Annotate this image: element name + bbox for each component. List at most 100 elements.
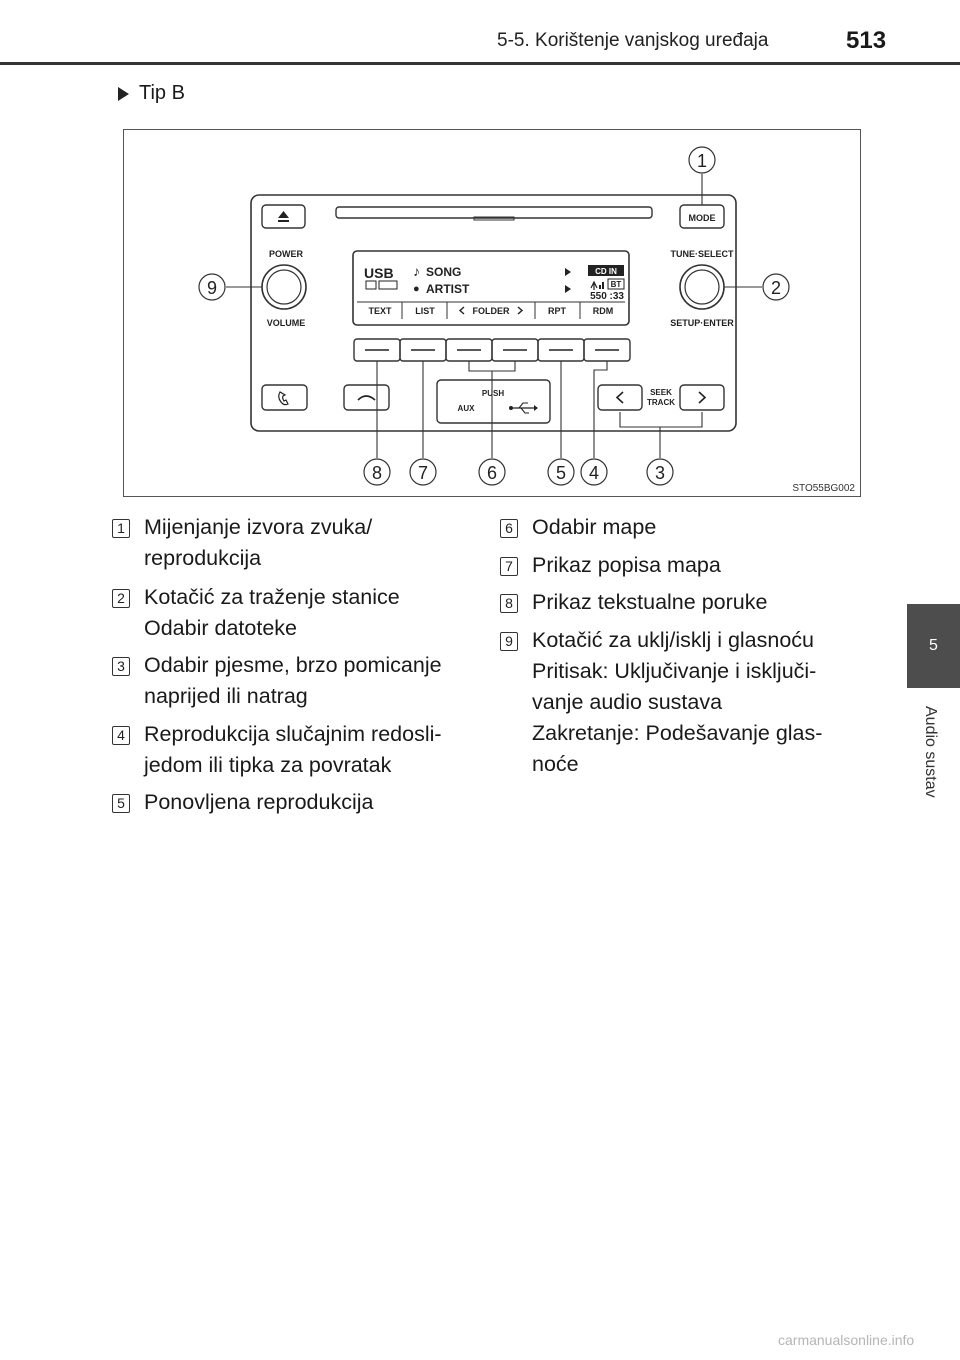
display-usb: USB: [364, 265, 394, 281]
legend-item-4: 4 Reprodukcija slučajnim redosli- jedom …: [112, 719, 442, 781]
page-number: 513: [846, 27, 887, 54]
legend-text-line: Ponovljena reprodukcija: [144, 790, 374, 814]
svg-text:2: 2: [771, 278, 781, 298]
usb-icon: [509, 402, 538, 414]
figure-code: STO55BG002: [792, 483, 855, 494]
callout-5: 5: [547, 458, 575, 486]
head-unit-outline: [250, 194, 737, 432]
cd-slot-notch: [473, 216, 515, 221]
legend-text-line: naprijed ili natrag: [144, 684, 308, 708]
power-label: POWER: [269, 249, 304, 259]
legend-item-3: 3 Odabir pjesme, brzo pomicanje naprijed…: [112, 650, 442, 712]
aux-usb-cover[interactable]: [436, 379, 551, 424]
tune-select-knob-inner: [684, 269, 720, 305]
lcd-display: [352, 250, 630, 326]
legend-number-badge: 3: [112, 657, 130, 676]
artist-next-arrow-icon: [565, 285, 571, 293]
chapter-label: Audio sustav: [922, 706, 939, 798]
seek-back-chevron-icon: [615, 391, 624, 404]
seek-label: SEEK: [650, 388, 672, 397]
svg-text:5: 5: [556, 463, 566, 483]
legend-number-badge: 2: [112, 589, 130, 608]
aux-label: AUX: [458, 404, 476, 413]
cd-in-indicator: [588, 265, 624, 276]
setup-enter-label: SETUP·ENTER: [670, 318, 734, 328]
power-volume-knob[interactable]: [261, 264, 307, 310]
display-time: 550 :33: [590, 291, 624, 302]
legend-item-6: 6 Odabir mape: [500, 512, 656, 543]
legend-text-line: Kotačić za traženje stanice: [144, 585, 400, 609]
softkey-list-label: LIST: [415, 306, 435, 316]
mode-label: MODE: [689, 213, 716, 223]
section-title: 5-5. Korištenje vanjskog uređaja: [497, 30, 769, 51]
song-next-arrow-icon: [565, 268, 571, 276]
music-note-icon: ♪: [413, 263, 420, 279]
seek-back-button[interactable]: [597, 384, 643, 411]
softkey-text-label: TEXT: [368, 306, 392, 316]
legend-number-badge: 5: [112, 794, 130, 813]
volume-label: VOLUME: [267, 318, 306, 328]
signal-bar-1: [599, 285, 601, 289]
legend-text-line: Kotačić za uklj/isklj i glasnoću: [532, 628, 815, 652]
legend-text-line: Odabir pjesme, brzo pomicanje: [144, 653, 442, 677]
cd-slot: [335, 206, 653, 219]
phone-answer-icon: [278, 391, 289, 406]
tune-select-label: TUNE·SELECT: [671, 249, 735, 259]
svg-text:6: 6: [487, 463, 497, 483]
header-divider: [0, 62, 960, 65]
softkey-folder-label: FOLDER: [473, 306, 510, 316]
legend-text-line: noće: [532, 752, 579, 776]
phone-answer-button[interactable]: [261, 384, 308, 411]
chapter-number: 5: [929, 637, 938, 654]
display-cd-in: CD IN: [595, 267, 617, 276]
callout-4: 4: [580, 458, 608, 486]
eject-icon: [278, 211, 289, 222]
folder-next-chevron-icon: [517, 306, 524, 315]
legend-text-line: Mijenjanje izvora zvuka/: [144, 515, 373, 539]
legend-number-badge: 7: [500, 557, 518, 576]
legend-item-5: 5 Ponovljena reprodukcija: [112, 787, 374, 818]
folder-prev-chevron-icon: [458, 306, 465, 315]
display-song: SONG: [426, 265, 461, 279]
display-device-icon: [365, 280, 377, 290]
callout-2: 2: [762, 273, 790, 301]
legend-item-2: 2 Kotačić za traženje stanice Odabir dat…: [112, 582, 400, 644]
svg-text:9: 9: [207, 278, 217, 298]
legend-text-line: Zakretanje: Podešavanje glas-: [532, 721, 823, 745]
watermark-text: carmanualsonline.info: [778, 1332, 915, 1348]
svg-text:8: 8: [372, 463, 382, 483]
preset-buttons: [353, 338, 631, 362]
legend-number-badge: 1: [112, 519, 130, 538]
svg-text:3: 3: [655, 463, 665, 483]
callout-3: 3: [646, 458, 674, 486]
svg-text:7: 7: [418, 463, 428, 483]
push-label: PUSH: [482, 389, 504, 398]
seek-forward-button[interactable]: [679, 384, 725, 411]
tune-select-knob[interactable]: [679, 264, 725, 310]
legend-text-line: Pritisak: Uključivanje i isključi-: [532, 659, 817, 683]
display-battery-icon: [378, 280, 398, 290]
svg-text:1: 1: [697, 151, 707, 171]
legend-number-badge: 9: [500, 632, 518, 651]
legend-number-badge: 6: [500, 519, 518, 538]
antenna-icon: [590, 280, 598, 290]
phone-hangup-button[interactable]: [343, 384, 390, 411]
callout-9: 9: [198, 273, 226, 301]
artist-person-icon: ●: [413, 283, 420, 295]
callout-8: 8: [363, 458, 391, 486]
seek-forward-chevron-icon: [698, 391, 707, 404]
callout-1: 1: [688, 146, 716, 174]
chapter-tab[interactable]: 5: [907, 604, 960, 688]
eject-button[interactable]: [261, 204, 306, 229]
softkey-rdm-label: RDM: [593, 306, 614, 316]
legend-text-line: reprodukcija: [144, 546, 262, 570]
legend-text-line: jedom ili tipka za povratak: [144, 753, 392, 777]
softkey-rpt-label: RPT: [548, 306, 567, 316]
track-label: TRACK: [647, 398, 675, 407]
audio-panel-figure: MODE POWER VOLUME TUNE·SELECT SETUP·ENTE…: [123, 129, 861, 497]
display-bt: BT: [611, 280, 622, 289]
audio-panel-illustration: MODE POWER VOLUME TUNE·SELECT SETUP·ENTE…: [198, 146, 855, 494]
variant-label: Tip B: [139, 82, 185, 104]
legend-text-line: Prikaz tekstualne poruke: [532, 590, 768, 614]
display-artist: ARTIST: [426, 282, 470, 296]
